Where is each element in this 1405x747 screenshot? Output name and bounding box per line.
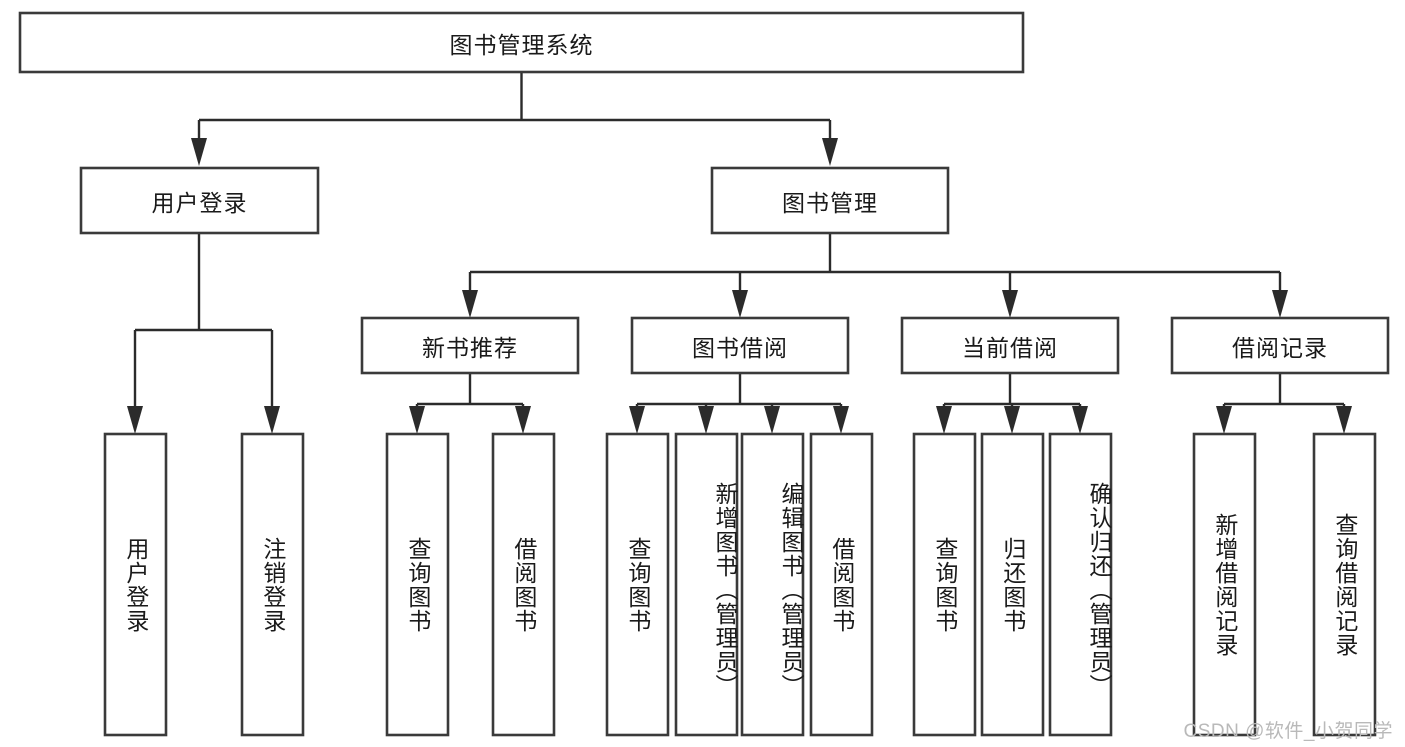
arrow-head-leaf-edit-book xyxy=(764,406,780,434)
node-box-leaf-query-book-2[interactable] xyxy=(605,432,670,737)
node-box-leaf-borrow-book-2[interactable] xyxy=(809,432,874,737)
node-box-book-manage[interactable] xyxy=(710,166,950,235)
node-box-user-login[interactable] xyxy=(79,166,320,235)
node-box-leaf-return-book[interactable] xyxy=(980,432,1045,737)
arrow-head-borrow-record xyxy=(1272,290,1288,318)
node-box-leaf-logout[interactable] xyxy=(240,432,305,737)
node-box-leaf-user-login[interactable] xyxy=(103,432,168,737)
csdn-watermark: CSDN @软件_小贺同学 xyxy=(1183,721,1393,742)
node-box-leaf-query-record[interactable] xyxy=(1312,432,1377,737)
arrow-head-book-borrow xyxy=(732,290,748,318)
connector-group-bookborrow xyxy=(629,374,849,434)
connector-group-newbookrec xyxy=(409,374,531,434)
arrow-head-leaf-return-book xyxy=(1004,406,1020,434)
connector-group-currentborrow xyxy=(936,374,1088,434)
arrow-head-leaf-user-login xyxy=(127,406,143,434)
arrow-head-leaf-confirm-return xyxy=(1072,406,1088,434)
node-box-leaf-query-book-1[interactable] xyxy=(385,432,450,737)
arrow-head-leaf-logout xyxy=(264,406,280,434)
node-box-new-book-rec[interactable] xyxy=(360,316,580,375)
node-box-leaf-add-record[interactable] xyxy=(1192,432,1257,737)
arrow-head-current-borrow xyxy=(1002,290,1018,318)
node-box-root[interactable] xyxy=(18,11,1025,74)
arrow-head-userlogin xyxy=(191,138,207,166)
arrow-head-leaf-query-book-1 xyxy=(409,406,425,434)
connector-group-borrowrecord xyxy=(1216,374,1352,434)
node-box-borrow-record[interactable] xyxy=(1170,316,1390,375)
node-box-current-borrow[interactable] xyxy=(900,316,1120,375)
arrow-head-leaf-query-book-3 xyxy=(936,406,952,434)
arrow-head-bookmanage xyxy=(822,138,838,166)
node-box-leaf-add-book[interactable] xyxy=(674,432,739,737)
arrow-head-leaf-query-record xyxy=(1336,406,1352,434)
arrow-head-new-book-rec xyxy=(462,290,478,318)
node-box-leaf-query-book-3[interactable] xyxy=(912,432,977,737)
node-box-leaf-confirm-return[interactable] xyxy=(1048,432,1113,737)
arrow-head-leaf-query-book-2 xyxy=(629,406,645,434)
connector-group-bookmanage xyxy=(462,234,1288,318)
arrow-head-leaf-borrow-book-2 xyxy=(833,406,849,434)
node-box-book-borrow[interactable] xyxy=(630,316,850,375)
arrow-head-leaf-borrow-book-1 xyxy=(515,406,531,434)
arrow-head-leaf-add-book xyxy=(698,406,714,434)
node-box-leaf-edit-book[interactable] xyxy=(740,432,805,737)
connector-group-root xyxy=(191,73,838,166)
connector-group-userlogin xyxy=(127,234,280,434)
node-box-leaf-borrow-book-1[interactable] xyxy=(491,432,556,737)
arrow-head-leaf-add-record xyxy=(1216,406,1232,434)
